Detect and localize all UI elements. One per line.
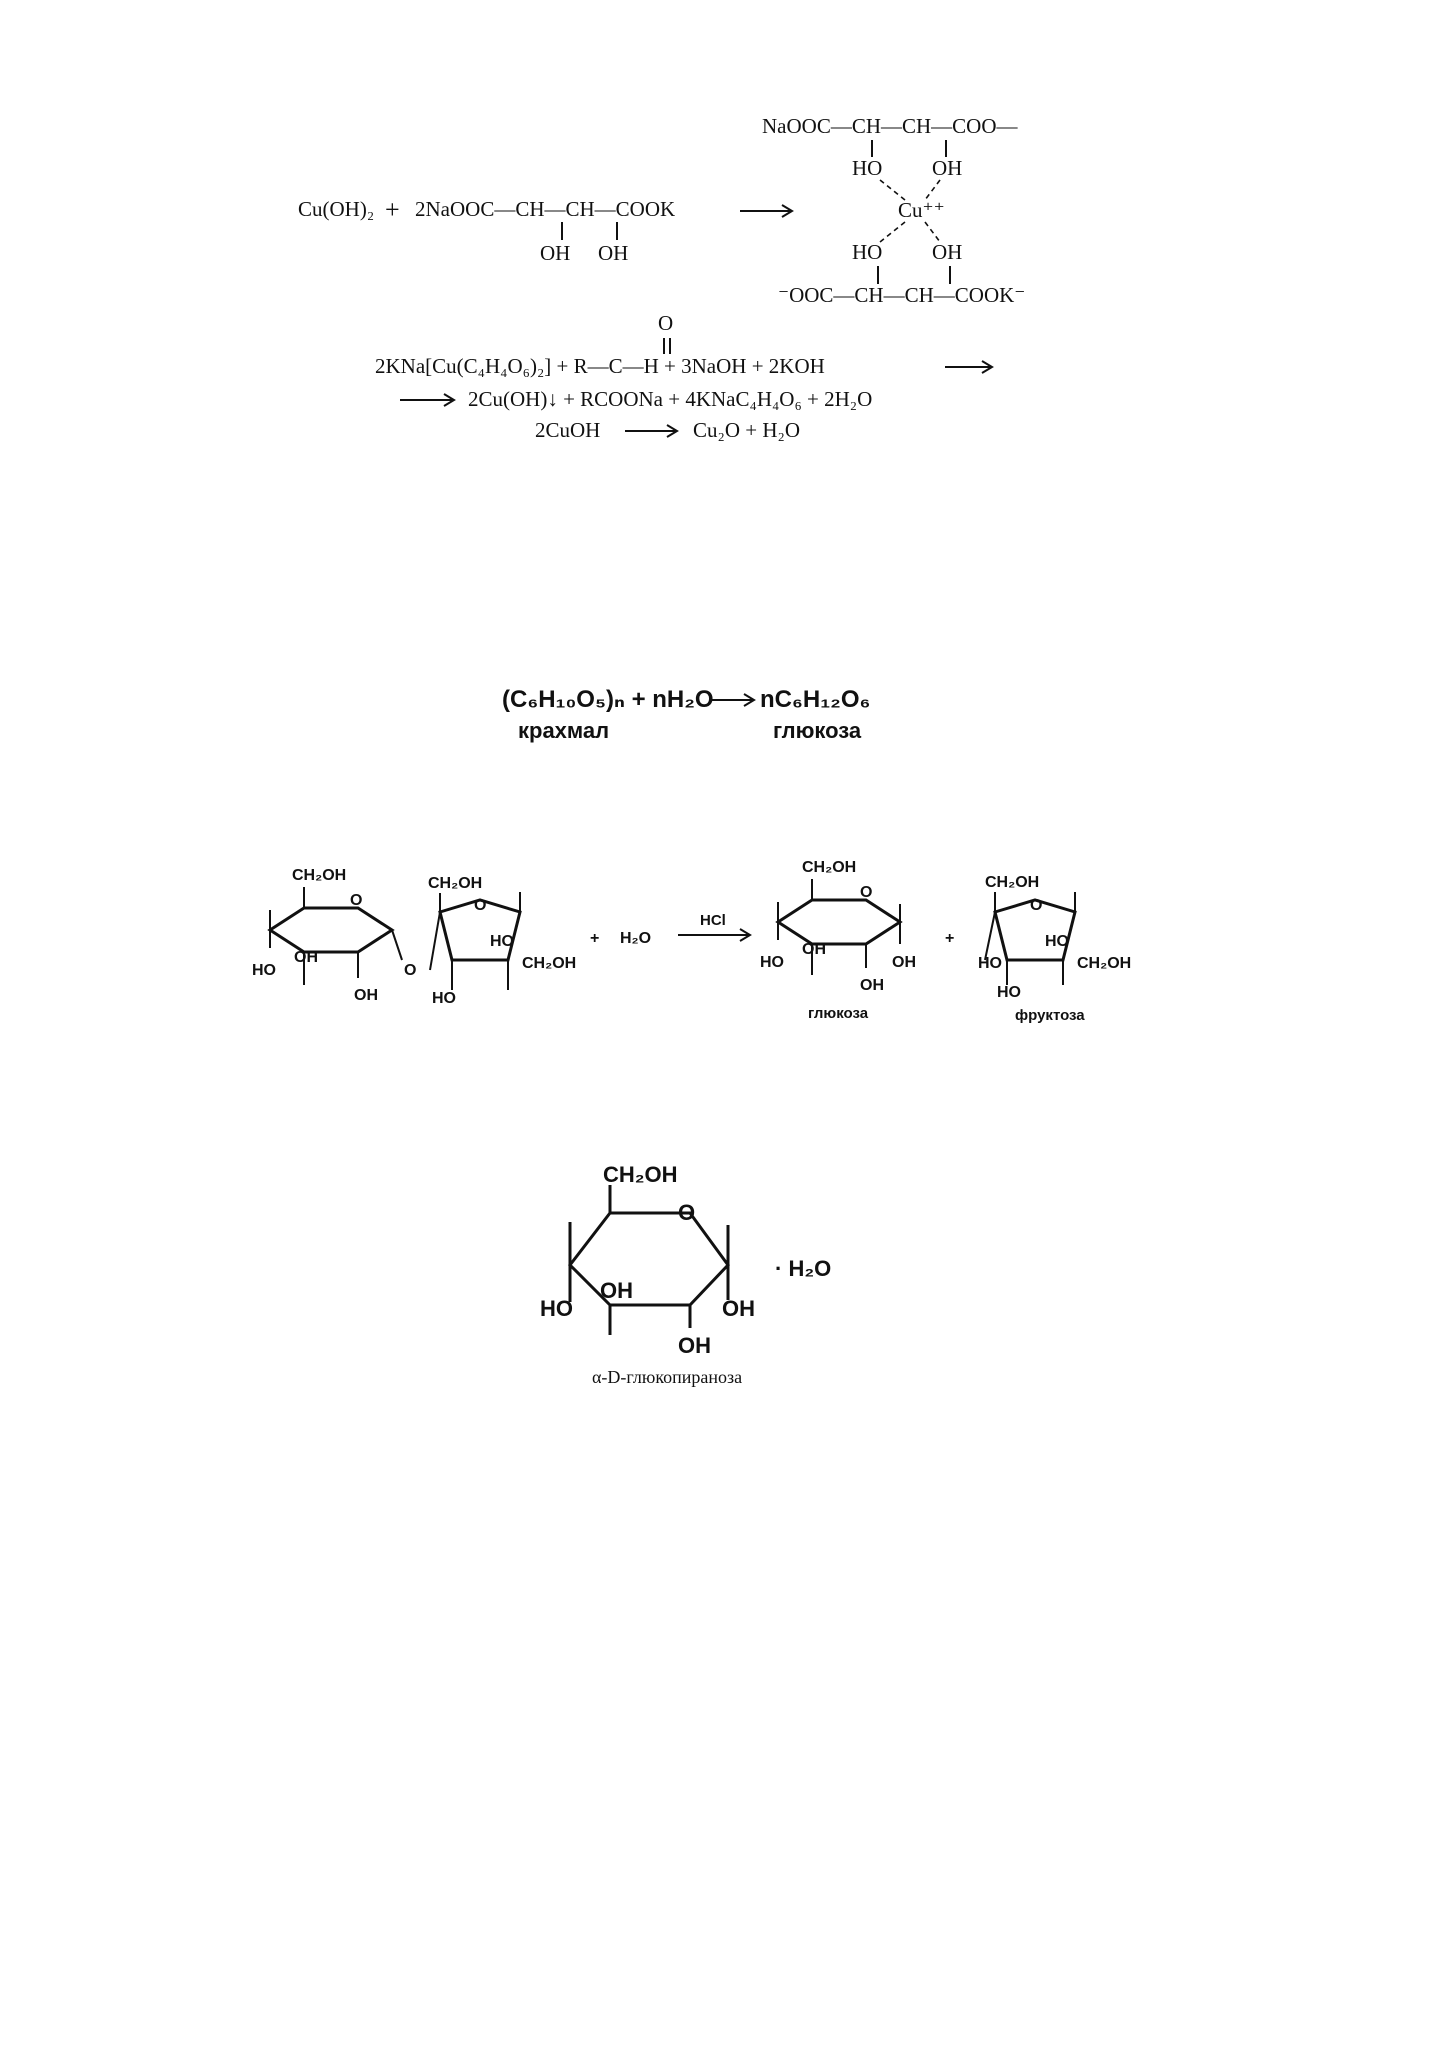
plus-sign: + (385, 195, 400, 224)
hydroxyl-label: OH (354, 987, 378, 1004)
furanose-ring (438, 898, 522, 962)
ch2oh-label: CH₂OH (1077, 955, 1131, 972)
alpha-d-glucopyranose-structure: CH₂OH O OH HO OH OH · H₂O α-D-глюкопиран… (540, 1162, 831, 1387)
hydroxyl-label: HO (540, 1296, 573, 1321)
hydroxyl-label: OH (294, 949, 318, 966)
catalyst-label: HCl (700, 912, 726, 929)
starch-label: крахмал (518, 718, 609, 743)
reaction-starch-hydrolysis: (C₆H₁₀O₅)ₙ + nH₂O nC₆H₁₂O₆ крахмал глюко… (502, 686, 870, 743)
hydroxyl-label: OH (678, 1333, 711, 1358)
sucrose-fructofuranose-unit: CH₂OH O HO CH₂OH HO (428, 875, 576, 1007)
reaction-sucrose-hydrolysis: CH₂OH O OH HO OH O CH₂OH O HO CH₂OH HO +… (252, 859, 1131, 1024)
pyranose-ring (568, 1211, 730, 1307)
hydroxyl-label: HO (760, 954, 784, 971)
ch2oh-label: CH₂OH (292, 867, 346, 884)
bond-line (984, 911, 996, 961)
hydroxyl-label: OH (802, 941, 826, 958)
ring-oxygen-label: O (860, 884, 872, 901)
ring-oxygen-label: O (474, 897, 486, 914)
structure-caption: α-D-глюкопираноза (592, 1367, 742, 1387)
equation-line-1: 2KNa[Cu(C₄H₄O₆)₂] + R—C—H + 3NaOH + 2KOH (375, 354, 825, 378)
ring-oxygen-label: O (1030, 897, 1042, 914)
bond-line (429, 911, 441, 971)
arrow-head (781, 204, 794, 218)
arrow-head (743, 693, 756, 707)
ch2oh-label: CH₂OH (603, 1162, 678, 1187)
complex-bottom-oh: OH (932, 240, 962, 264)
hydroxyl-label: HO (490, 933, 514, 950)
ch2oh-label: CH₂OH (428, 875, 482, 892)
furanose-ring (993, 898, 1077, 962)
arrow-head (443, 393, 456, 407)
pyranose-ring (267, 906, 395, 954)
ch2oh-label: CH₂OH (522, 955, 576, 972)
hydroxyl-label: OH (892, 954, 916, 971)
equation-line-2: 2Cu(OH)↓ + RCOONa + 4KNaC₄H₄O₆ + 2H₂O (468, 387, 872, 411)
copper-ion: Cu⁺⁺ (898, 198, 945, 222)
pyranose-ring (775, 898, 903, 946)
plus-sign: + (590, 930, 599, 947)
reaction-aldehyde-reduction: O 2KNa[Cu(C₄H₄O₆)₂] + R—C—H + 3NaOH + 2K… (375, 311, 994, 442)
plus-sign: + (945, 930, 954, 947)
water-label: H₂O (620, 930, 651, 947)
hydroxyl-label: HO (432, 990, 456, 1007)
glucose-caption: глюкоза (808, 1005, 869, 1022)
hydroxyl-label: HO (997, 984, 1021, 1001)
hydroxyl-label: OH (600, 1278, 633, 1303)
arrow-head (981, 360, 994, 374)
starch-formula: (C₆H₁₀O₅)ₙ + nH₂O (502, 686, 714, 713)
glucose-label: глюкоза (773, 718, 862, 743)
glucose-formula: nC₆H₁₂O₆ (760, 686, 870, 713)
coordination-bond (879, 221, 906, 243)
product-glucose: CH₂OH O OH HO OH OH глюкоза (760, 859, 916, 1022)
hydroxyl-label: HO (978, 955, 1002, 972)
carbonyl-oxygen: O (658, 311, 673, 335)
coordination-bond (924, 179, 941, 201)
hydroxyl-label: HO (252, 962, 276, 979)
bond-line (391, 929, 403, 961)
reaction-copper-tartrate-complex: Cu(OH)₂ + 2NaOOC—CH—CH—COOK OH OH NaOOC—… (298, 114, 1025, 307)
arrow-head (739, 928, 752, 942)
coordination-bond (879, 179, 906, 201)
hydroxyl-label: OH (860, 977, 884, 994)
complex-top-chain: NaOOC—CH—CH—COO— (762, 114, 1019, 138)
arrow-head (666, 424, 679, 438)
hydroxyl-label: OH (598, 241, 628, 265)
ring-oxygen-label: O (678, 1200, 695, 1225)
coordination-bond (924, 221, 941, 243)
sucrose-glucopyranose-unit: CH₂OH O OH HO OH O (252, 867, 416, 1004)
reactant-copper-hydroxide: Cu(OH)₂ (298, 197, 374, 221)
hydroxyl-label: OH (540, 241, 570, 265)
hydroxyl-label: OH (722, 1296, 755, 1321)
equation-line-3-left: 2CuOH (535, 418, 600, 442)
glycosidic-oxygen-label: O (404, 962, 416, 979)
fructose-caption: фруктоза (1015, 1007, 1085, 1024)
ch2oh-label: CH₂OH (802, 859, 856, 876)
reactant-tartrate: 2NaOOC—CH—CH—COOK (415, 197, 675, 221)
complex-top-ho: HO (852, 156, 882, 180)
hydrate-water-label: · H₂O (775, 1256, 831, 1281)
complex-top-oh: OH (932, 156, 962, 180)
ring-oxygen-label: O (350, 892, 362, 909)
equation-line-3-right: Cu₂O + H₂O (693, 418, 800, 442)
product-fructose: CH₂OH O HO CH₂OH HO HO фруктоза (978, 874, 1131, 1024)
complex-bottom-ho: HO (852, 240, 882, 264)
complex-bottom-chain: ⁻OOC—CH—CH—COOK⁻ (778, 283, 1025, 307)
hydroxyl-label: HO (1045, 933, 1069, 950)
ch2oh-label: CH₂OH (985, 874, 1039, 891)
